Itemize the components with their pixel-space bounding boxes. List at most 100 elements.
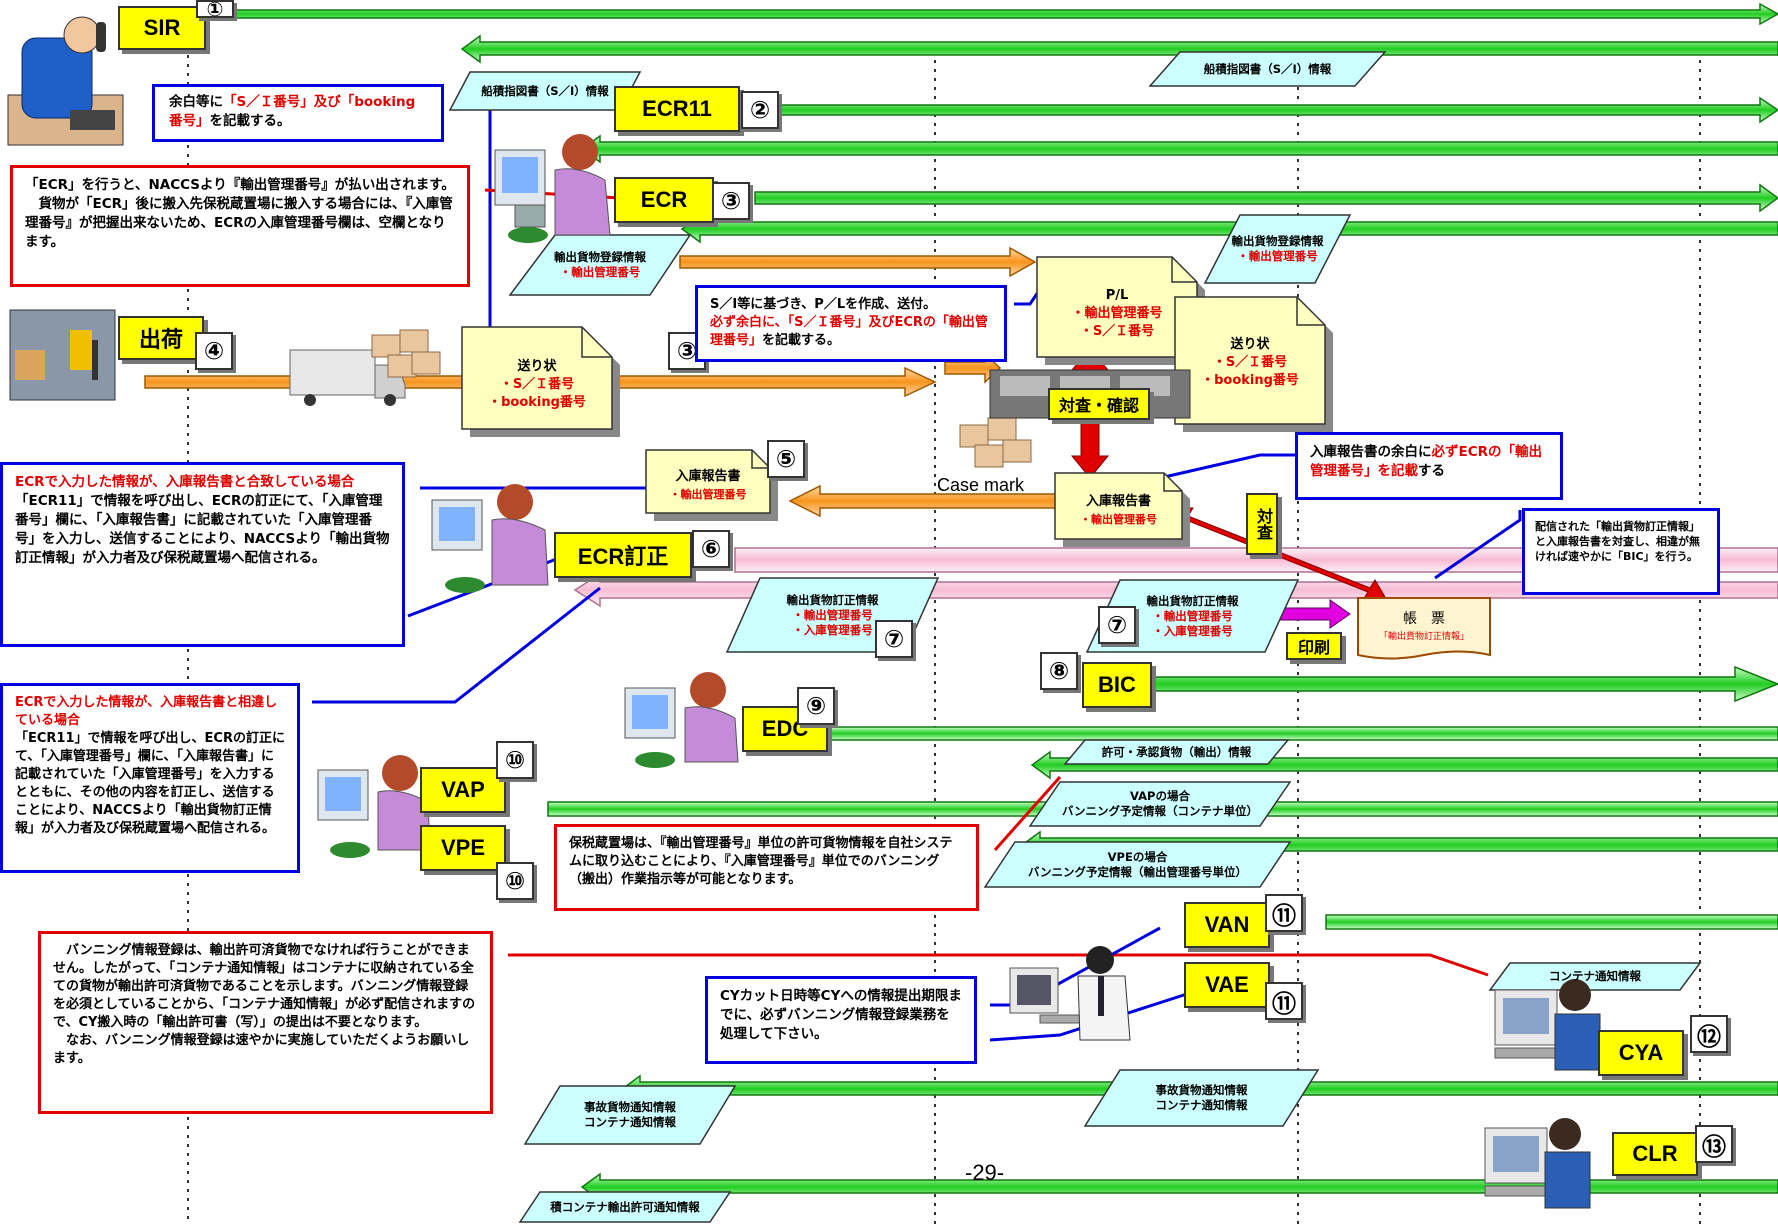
phone-man-illustration — [7, 16, 124, 146]
okurijo-doc: 送り状 ・S／Ｉ番号 ・booking番号 — [462, 340, 612, 429]
van-box: VAN — [1184, 902, 1270, 948]
vap-info-label: VAPの場合 バンニング予定情報（コンテナ単位） — [1030, 782, 1290, 826]
arrow-sir — [204, 2, 1778, 26]
ecr-box: ECR — [614, 177, 714, 223]
woman-pc-illustration-3 — [624, 672, 739, 768]
pl-title: P/L — [1105, 287, 1129, 303]
pl-item: ・S／Ｉ番号 — [1079, 323, 1155, 339]
teisei-title: 輸出貨物訂正情報 — [786, 592, 879, 607]
touroku-title: 輸出貨物登録情報 — [1231, 234, 1324, 248]
jiko-title: 事故貨物通知情報 — [1155, 1083, 1248, 1097]
green-return-arrows — [460, 34, 1778, 1202]
page-number: -29- — [965, 1160, 1005, 1185]
arrow-nyuko — [788, 484, 1059, 518]
para-jiko2 — [1083, 1069, 1320, 1127]
man-pc-illustration-clr — [1484, 1118, 1591, 1209]
cy-note: CYカット日時等CYへの情報提出期限までに、必ずバンニング情報登録業務を処理して… — [705, 976, 977, 1064]
vpe-box: VPE — [420, 825, 506, 871]
haishin-note: 配信された「輸出貨物訂正情報」と入庫報告書を対査し、相違が無ければ速やかに「BI… — [1522, 508, 1720, 595]
si-info-text: 船積指図書（S／I）情報 — [481, 83, 609, 98]
teisei-item: ・輸出管理番号 — [1152, 608, 1233, 623]
note-text: 「ECR11」で情報を呼び出し、ECRの訂正にて、「入庫管理番号」欄に、「入庫報… — [15, 493, 390, 566]
warehouse-illustration — [9, 309, 116, 401]
note-text: を記載する。 — [209, 113, 291, 129]
teisei-item: ・入庫管理番号 — [792, 622, 873, 637]
note-text: 余白等に — [169, 94, 223, 110]
circled-number: ⑤ — [767, 440, 805, 478]
document-shapes — [461, 256, 1491, 660]
chohyo-subtitle: 「輸出貨物訂正情報」 — [1378, 631, 1469, 642]
para-vpe — [983, 841, 1292, 888]
vap-box: VAP — [420, 767, 506, 813]
touroku-item: ・輸出管理番号 — [559, 265, 641, 279]
arrow-bic — [1149, 665, 1778, 703]
touroku-title: 輸出貨物登録情報 — [554, 250, 646, 264]
illustrations — [7, 16, 1601, 1209]
chohyo-shape — [1357, 597, 1491, 660]
para-si2 — [1148, 51, 1387, 87]
woman-pc-illustration-4 — [317, 755, 431, 858]
circled-number: ⑬ — [1695, 1125, 1733, 1163]
note-text: する — [1418, 463, 1445, 479]
circled-number: ⑫ — [1690, 1015, 1728, 1053]
nyuko-doc-2: 入庫報告書 ・輸出管理番号 — [1055, 482, 1182, 539]
circled-number: ③ — [712, 182, 750, 220]
note-text: 「ECR11」で情報を呼び出し、ECRの訂正にて、「入庫管理番号」欄に、「入庫報… — [15, 731, 285, 836]
vap-info-title: VAPの場合 — [1130, 789, 1190, 803]
circled-number: ② — [741, 91, 779, 129]
touroku-label-1: 輸出貨物登録情報 ・輸出管理番号 — [510, 235, 690, 295]
nyuko-item: ・輸出管理番号 — [1080, 512, 1157, 526]
para-touroku2 — [1203, 214, 1352, 284]
vae-box: VAE — [1184, 962, 1270, 1008]
chohyo-title: 帳 票 — [1403, 610, 1445, 627]
okurijo-title: 送り状 — [1230, 336, 1270, 352]
vpe-info-text: バンニング予定情報（輸出管理番号単位） — [1027, 864, 1248, 879]
jiko-label-1: 事故貨物通知情報 コンテナ通知情報 — [525, 1086, 735, 1144]
case-mark-label: Case mark — [937, 475, 1025, 495]
para-jiko1 — [523, 1085, 737, 1145]
arrow-ecr11 — [754, 96, 1778, 124]
note-text: なお、バンニング情報登録は速やかに実施していただくようお願いします。 — [53, 1033, 470, 1066]
si-info-label-2: 船積指図書（S／I）情報 — [1150, 52, 1385, 86]
pl-note: S／I等に基づき、P／Lを作成、送付。 必ず余白に、「S／Ｉ番号」及びECRの「… — [695, 285, 1007, 362]
note-highlight: 必ず余白に、「S／Ｉ番号」及びECRの「輸出管理番号」 — [710, 315, 988, 348]
circled-number: ⑩ — [496, 741, 534, 779]
container-label: コンテナ通知情報 — [1490, 963, 1700, 990]
arrow-ecr-teisei — [734, 547, 1778, 573]
note-highlight: ECRで入力した情報が、入庫報告書と相違している場合 — [15, 695, 278, 728]
arrow-ecr11-return — [580, 134, 1778, 164]
ecr-teisei-box: ECR訂正 — [554, 532, 692, 578]
jiko-text: コンテナ通知情報 — [1155, 1098, 1248, 1112]
circled-number: ⑦ — [875, 620, 913, 658]
circled-number: ⑦ — [1098, 606, 1136, 644]
teisei-item: ・輸出管理番号 — [792, 607, 873, 622]
note-text: バンニング情報登録は、輸出許可済貨物でなければ行うことができません。したがって、… — [53, 943, 476, 1030]
hozei-note: 保税蔵置場は、『輸出管理番号』単位の許可貨物情報を自社システムに取り込むことによ… — [554, 824, 979, 911]
okurijo-item: ・S／Ｉ番号 — [1212, 354, 1288, 370]
okurijo-item: ・S／Ｉ番号 — [499, 376, 575, 392]
note-highlight: ECRで入力した情報が、入庫報告書と合致している場合 — [15, 474, 355, 490]
clr-box: CLR — [1612, 1132, 1698, 1176]
kyoka-label: 許可・承認貨物（輸出）情報 — [1065, 740, 1288, 764]
jiko-title: 事故貨物通知情報 — [584, 1100, 676, 1114]
sir-box: SIR — [118, 6, 206, 50]
ecr11-box: ECR11 — [614, 86, 740, 132]
para-tsumi — [518, 1191, 732, 1223]
arrow-clr-return — [580, 1172, 1778, 1202]
note-text: 「ECR」を行うと、NACCSより『輸出管理番号』が払い出されます。 — [25, 177, 455, 193]
woman-pc-illustration-1 — [494, 134, 611, 243]
man-pc-illustration — [1009, 946, 1131, 1041]
circled-number: ⑪ — [1265, 982, 1303, 1020]
note-highlight: 「S／Ｉ番号」及び「booking番号」 — [169, 94, 416, 129]
woman-pc-illustration-2 — [431, 484, 549, 593]
para-kyoka — [1063, 739, 1290, 765]
si-info-text: 船積指図書（S／I）情報 — [1203, 61, 1332, 76]
nyuko-title: 入庫報告書 — [1085, 493, 1151, 509]
circled-number: ⑩ — [496, 862, 534, 900]
kyoka-text: 許可・承認貨物（輸出）情報 — [1101, 744, 1252, 759]
para-vap — [1028, 781, 1292, 827]
ecr-note: 「ECR」を行うと、NACCSより『輸出管理番号』が払い出されます。 貨物が「E… — [10, 165, 470, 287]
cya-box: CYA — [1598, 1030, 1684, 1076]
chohyo-doc: 帳 票 「輸出貨物訂正情報」 — [1358, 605, 1490, 650]
